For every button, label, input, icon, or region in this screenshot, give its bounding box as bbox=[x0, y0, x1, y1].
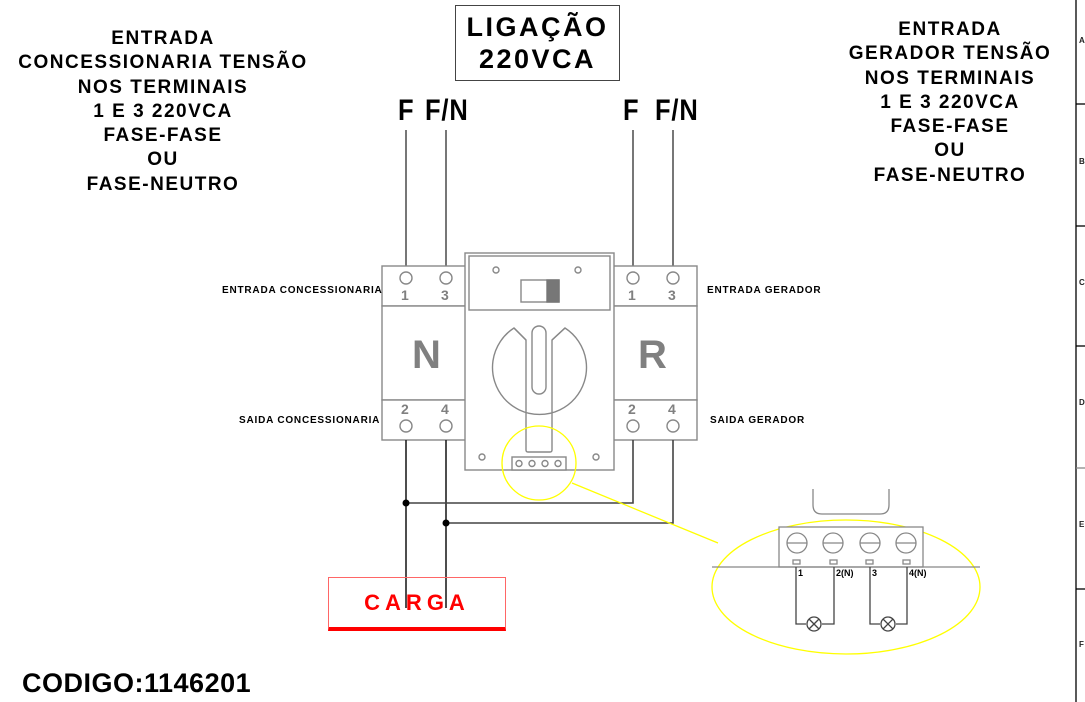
detail-terminal-label: 3 bbox=[872, 568, 878, 578]
grid-row-label: E bbox=[1079, 520, 1085, 529]
terminal-3 bbox=[439, 271, 453, 285]
note-line: FASE-FASE bbox=[890, 116, 1010, 138]
aux-terminal-block bbox=[511, 456, 567, 471]
grid-row-label: F bbox=[1079, 640, 1084, 649]
title-line-2: 220VCA bbox=[478, 44, 597, 74]
wire-label-right-fn: F/N bbox=[655, 94, 699, 127]
note-line: FASE-NEUTRO bbox=[873, 164, 1027, 186]
terminal-number: 3 bbox=[441, 287, 449, 303]
terminal-2 bbox=[399, 419, 413, 433]
terminal-number: 4 bbox=[441, 401, 449, 417]
grid-row-label: C bbox=[1079, 278, 1085, 287]
load-label: CARGA bbox=[364, 589, 470, 615]
label-saida-gerador: SAIDA GERADOR bbox=[710, 415, 806, 426]
detail-terminal-label: 4(N) bbox=[909, 568, 927, 578]
junction-dot bbox=[442, 519, 450, 527]
note-line: FASE-FASE bbox=[103, 125, 223, 147]
output-wires bbox=[402, 440, 674, 608]
rotary-knob bbox=[491, 327, 588, 453]
detail-callout bbox=[501, 425, 981, 655]
highlight-circle bbox=[501, 425, 577, 501]
transfer-switch bbox=[464, 252, 615, 471]
note-line: ENTRADA bbox=[898, 19, 1002, 40]
breaker-right bbox=[612, 265, 698, 441]
note-line: OU bbox=[147, 149, 179, 171]
note-line: 1 E 3 220VCA bbox=[93, 100, 233, 122]
terminal-4 bbox=[439, 419, 453, 433]
grid-row-label: A bbox=[1079, 36, 1085, 45]
note-line: NOS TERMINAIS bbox=[77, 76, 249, 98]
detail-view bbox=[712, 489, 980, 568]
terminal-number: 1 bbox=[628, 287, 636, 303]
terminal-number: 2 bbox=[628, 401, 636, 417]
indicator-lamps bbox=[795, 567, 908, 632]
drawing-frame bbox=[1075, 0, 1085, 702]
diagram-title: LIGAÇÃO 220VCA bbox=[455, 5, 620, 81]
terminal-4 bbox=[666, 419, 680, 433]
right-input-note: ENTRADA GERADOR TENSÃO NOS TERMINAIS 1 E… bbox=[840, 18, 1060, 188]
note-line: OU bbox=[934, 140, 966, 162]
wire-label-left-f: F bbox=[398, 94, 415, 127]
note-line: 1 E 3 220VCA bbox=[880, 91, 1020, 113]
terminal-1 bbox=[399, 271, 413, 285]
wire-right-out-4 bbox=[446, 440, 674, 524]
input-wires bbox=[405, 130, 674, 266]
note-line: FASE-NEUTRO bbox=[86, 173, 240, 195]
breaker-left bbox=[381, 265, 467, 441]
product-code: CODIGO:1146201 bbox=[22, 668, 252, 698]
breaker-left-letter: N bbox=[412, 333, 441, 377]
status-indicator-fill bbox=[546, 279, 560, 303]
label-entrada-concessionaria: ENTRADA CONCESSIONARIA bbox=[222, 285, 383, 296]
terminal-number: 3 bbox=[668, 287, 676, 303]
terminal-number: 1 bbox=[401, 287, 409, 303]
terminal-2 bbox=[626, 419, 640, 433]
handle-slot bbox=[531, 325, 547, 395]
note-line: GERADOR TENSÃO bbox=[848, 43, 1052, 65]
terminal-number: 2 bbox=[401, 401, 409, 417]
wire-right-out-2 bbox=[406, 440, 634, 504]
note-line: NOS TERMINAIS bbox=[864, 67, 1036, 89]
terminal-1 bbox=[626, 271, 640, 285]
title-line-1: LIGAÇÃO bbox=[466, 12, 609, 42]
label-saida-concessionaria: SAIDA CONCESSIONARIA bbox=[239, 415, 381, 426]
junction-dot bbox=[402, 499, 410, 507]
load-box: CARGA bbox=[328, 577, 506, 631]
detail-terminal-label: 2(N) bbox=[836, 568, 854, 578]
note-line: CONCESSIONARIA TENSÃO bbox=[18, 52, 308, 74]
grid-row-label: B bbox=[1079, 157, 1085, 166]
note-line: ENTRADA bbox=[111, 28, 215, 49]
left-input-note: ENTRADA CONCESSIONARIA TENSÃO NOS TERMIN… bbox=[18, 27, 308, 197]
breaker-right-letter: R bbox=[638, 333, 667, 377]
detail-ellipse bbox=[711, 519, 981, 655]
detail-terminal-label: 1 bbox=[798, 568, 804, 578]
wire-label-right-f: F bbox=[623, 94, 640, 127]
screw-terminals bbox=[786, 532, 917, 565]
grid-row-label: D bbox=[1079, 398, 1085, 407]
label-entrada-gerador: ENTRADA GERADOR bbox=[707, 285, 822, 296]
wire-label-left-fn: F/N bbox=[425, 94, 469, 127]
terminal-3 bbox=[666, 271, 680, 285]
callout-line bbox=[571, 482, 719, 544]
terminal-number: 4 bbox=[668, 401, 676, 417]
